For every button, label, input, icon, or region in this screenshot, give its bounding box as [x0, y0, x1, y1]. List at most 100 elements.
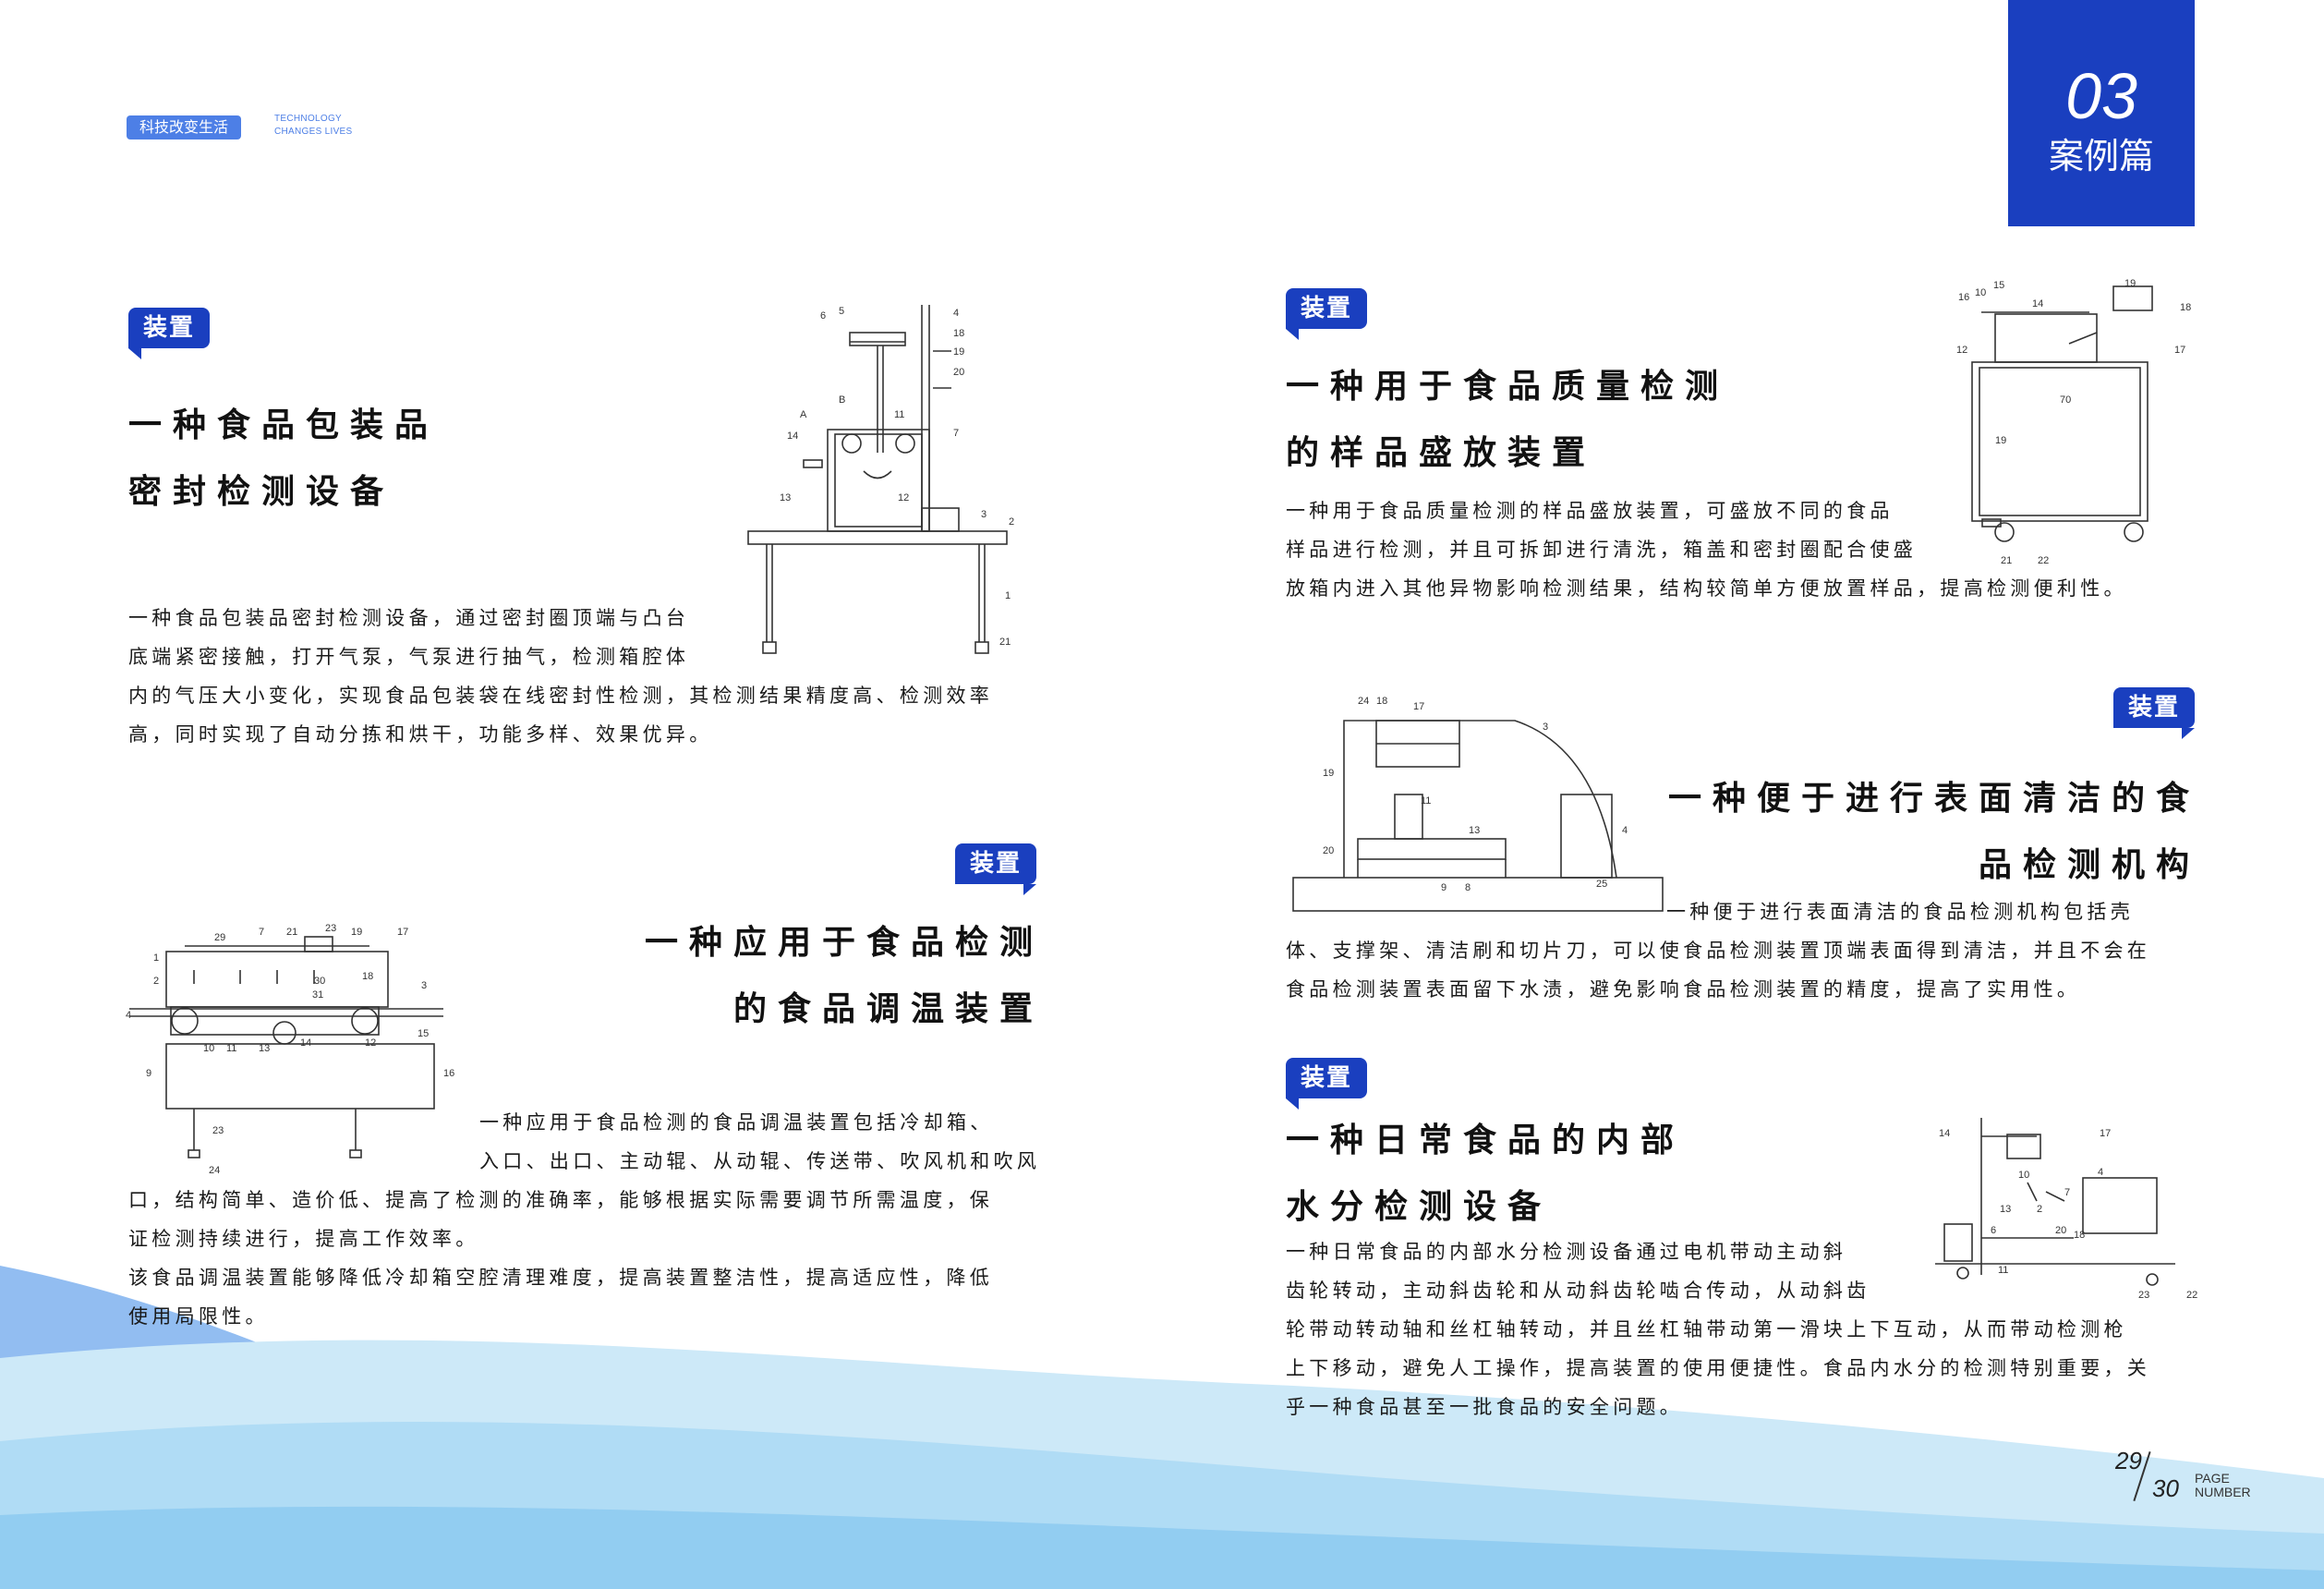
section2-title-line2: 的食品调温装置	[732, 989, 1044, 1028]
svg-text:6: 6	[820, 310, 826, 321]
svg-text:24: 24	[209, 1165, 220, 1176]
section1-body-line: 底端紧密接触，打开气泵，气泵进行抽气，检测箱腔体	[128, 646, 690, 668]
svg-text:5: 5	[839, 306, 844, 317]
section5-body-line: 乎一种食品甚至一批食品的安全问题。	[1286, 1396, 1684, 1418]
svg-text:18: 18	[362, 971, 373, 982]
svg-text:12: 12	[898, 492, 909, 503]
svg-text:8: 8	[1465, 882, 1471, 893]
svg-text:17: 17	[2100, 1128, 2111, 1139]
svg-text:16: 16	[1958, 292, 1969, 303]
section3-body-line: 一种用于食品质量检测的样品盛放装置，可盛放不同的食品	[1286, 500, 1894, 522]
section5-body-line: 上下移动，避免人工操作，提高装置的使用便捷性。食品内水分的检测特别重要，关	[1286, 1357, 2151, 1379]
page-number-label: PAGE NUMBER	[2195, 1472, 2251, 1499]
svg-text:31: 31	[312, 989, 323, 1001]
page-total: 30	[2152, 1474, 2179, 1502]
svg-text:21: 21	[286, 927, 297, 938]
svg-text:11: 11	[1998, 1265, 2008, 1276]
chapter-box: 03 案例篇	[2008, 0, 2195, 226]
section3-badge: 装置	[1286, 288, 1367, 329]
section2-body-line: 入口、出口、主动辊、从动辊、传送带、吹风机和吹风	[479, 1150, 1041, 1172]
section5-body-line: 一种日常食品的内部水分检测设备通过电机带动主动斜	[1286, 1241, 1847, 1263]
svg-text:2: 2	[2037, 1204, 2042, 1215]
svg-text:10: 10	[203, 1043, 214, 1054]
svg-text:11: 11	[1421, 795, 1431, 807]
svg-text:25: 25	[1596, 879, 1607, 890]
svg-text:19: 19	[953, 346, 964, 358]
svg-text:18: 18	[1376, 696, 1387, 707]
section1-title-line2: 密封检测设备	[128, 472, 395, 511]
svg-text:17: 17	[397, 927, 408, 938]
svg-text:19: 19	[1323, 768, 1334, 779]
svg-text:4: 4	[1622, 825, 1628, 836]
section1-body-line: 高，同时实现了自动分拣和烘干，功能多样、效果优异。	[128, 723, 713, 746]
tag-en-line1: TECHNOLOGY	[274, 114, 343, 124]
section4-body-line: 食品检测装置表面留下水渍，避免影响食品检测装置的精度，提高了实用性。	[1286, 978, 2081, 1001]
svg-text:24: 24	[1358, 696, 1369, 707]
section4-body-line: 体、支撑架、清洁刷和切片刀，可以使食品检测装置顶端表面得到清洁，并且不会在	[1286, 940, 2151, 962]
svg-text:11: 11	[226, 1043, 236, 1054]
svg-text:29: 29	[214, 932, 225, 943]
svg-text:19: 19	[351, 927, 362, 938]
section2-body-line: 证检测持续进行，提高工作效率。	[128, 1228, 479, 1250]
section2-badge: 装置	[955, 843, 1036, 884]
svg-text:23: 23	[2138, 1290, 2149, 1301]
section3-body: 一种用于食品质量检测的样品盛放装置，可盛放不同的食品 样品进行检测，并且可拆卸进…	[1286, 491, 2209, 608]
section1-body-line: 内的气压大小变化，实现食品包装袋在线密封性检测，其检测结果精度高、检测效率	[128, 685, 994, 707]
page-current: 29	[2115, 1447, 2142, 1474]
section4-badge: 装置	[2113, 687, 2195, 728]
svg-text:15: 15	[418, 1028, 429, 1039]
svg-text:21: 21	[999, 637, 1011, 648]
svg-text:3: 3	[981, 509, 986, 520]
svg-text:15: 15	[1993, 280, 2004, 291]
section4-title-line2: 品检测机构	[1978, 845, 2200, 884]
header-tag: 科技改变生活	[127, 115, 241, 139]
svg-text:4: 4	[953, 308, 959, 319]
section4-title: 一种便于进行表面清洁的食 品检测机构	[1626, 765, 2200, 898]
svg-text:9: 9	[146, 1068, 151, 1079]
section2-body-line: 使用局限性。	[128, 1305, 269, 1328]
section4-body: 一种便于进行表面清洁的食品检测机构包括壳 体、支撑架、清洁刷和切片刀，可以使食品…	[1286, 892, 2209, 1009]
section2-body: 一种应用于食品检测的食品调温装置包括冷却箱、 入口、出口、主动辊、从动辊、传送带…	[128, 1103, 1052, 1336]
section3-title: 一种用于食品质量检测 的样品盛放装置	[1286, 353, 1729, 486]
svg-text:4: 4	[2098, 1167, 2103, 1178]
section1-title: 一种食品包装品 密封检测设备	[128, 392, 439, 525]
svg-text:70: 70	[2060, 394, 2071, 406]
section2-body-line: 该食品调温装置能够降低冷却箱空腔清理难度，提高装置整洁性，提高适应性，降低	[128, 1267, 994, 1289]
svg-text:10: 10	[1975, 287, 1986, 298]
svg-text:2: 2	[1009, 516, 1014, 528]
svg-text:22: 22	[2186, 1290, 2197, 1301]
svg-text:17: 17	[1413, 701, 1424, 712]
section5-body: 一种日常食品的内部水分检测设备通过电机带动主动斜 齿轮转动，主动斜齿轮和从动斜齿…	[1286, 1232, 2209, 1426]
svg-text:4: 4	[126, 1010, 131, 1021]
svg-text:12: 12	[1956, 345, 1967, 356]
svg-text:13: 13	[780, 492, 791, 503]
svg-text:A: A	[800, 409, 807, 420]
svg-text:10: 10	[2018, 1170, 2029, 1181]
section1-body-line: 一种食品包装品密封检测设备，通过密封圈顶端与凸台	[128, 607, 690, 629]
svg-text:14: 14	[300, 1037, 311, 1049]
svg-text:12: 12	[365, 1037, 376, 1049]
svg-text:20: 20	[953, 367, 964, 378]
section5-title: 一种日常食品的内部 水分检测设备	[1286, 1107, 1685, 1240]
svg-text:6: 6	[1991, 1225, 1996, 1236]
section2-title-line1: 一种应用于食品检测	[644, 923, 1044, 962]
svg-text:20: 20	[2055, 1225, 2066, 1236]
section1-badge: 装置	[128, 308, 210, 348]
svg-text:14: 14	[787, 431, 798, 442]
svg-text:18: 18	[953, 328, 964, 339]
header-tag-english: TECHNOLOGY CHANGES LIVES	[274, 113, 352, 139]
section1-title-line1: 一种食品包装品	[128, 406, 440, 444]
chapter-label: 案例篇	[2048, 136, 2154, 176]
svg-text:9: 9	[1441, 882, 1446, 893]
section5-badge: 装置	[1286, 1058, 1367, 1098]
section3-title-line1: 一种用于食品质量检测	[1286, 367, 1730, 406]
svg-text:7: 7	[2064, 1187, 2070, 1198]
svg-text:14: 14	[1939, 1128, 1950, 1139]
svg-text:7: 7	[259, 927, 264, 938]
svg-text:13: 13	[259, 1043, 270, 1054]
section4-body-line: 一种便于进行表面清洁的食品检测机构包括壳	[1666, 901, 2134, 923]
section3-body-line: 放箱内进入其他异物影响检测结果，结构较简单方便放置样品，提高检测便利性。	[1286, 577, 2127, 600]
